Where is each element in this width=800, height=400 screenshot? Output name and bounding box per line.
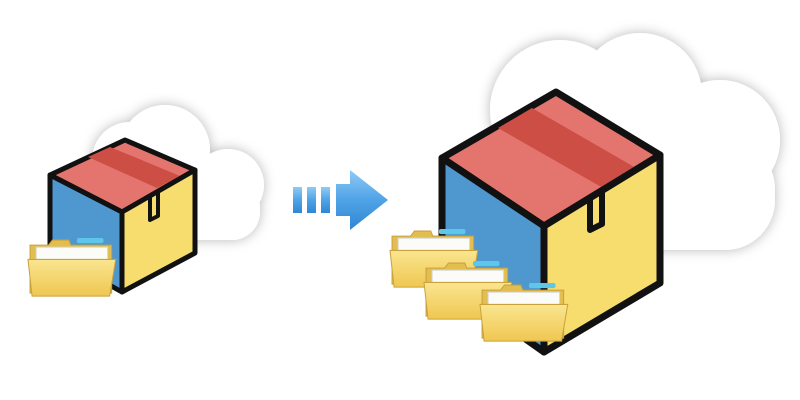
right-folder-icon-3 bbox=[479, 282, 569, 342]
left-folder-icon bbox=[27, 237, 117, 297]
left-package-box-icon bbox=[47, 137, 198, 295]
dashed-arrow-right-icon bbox=[293, 170, 388, 230]
